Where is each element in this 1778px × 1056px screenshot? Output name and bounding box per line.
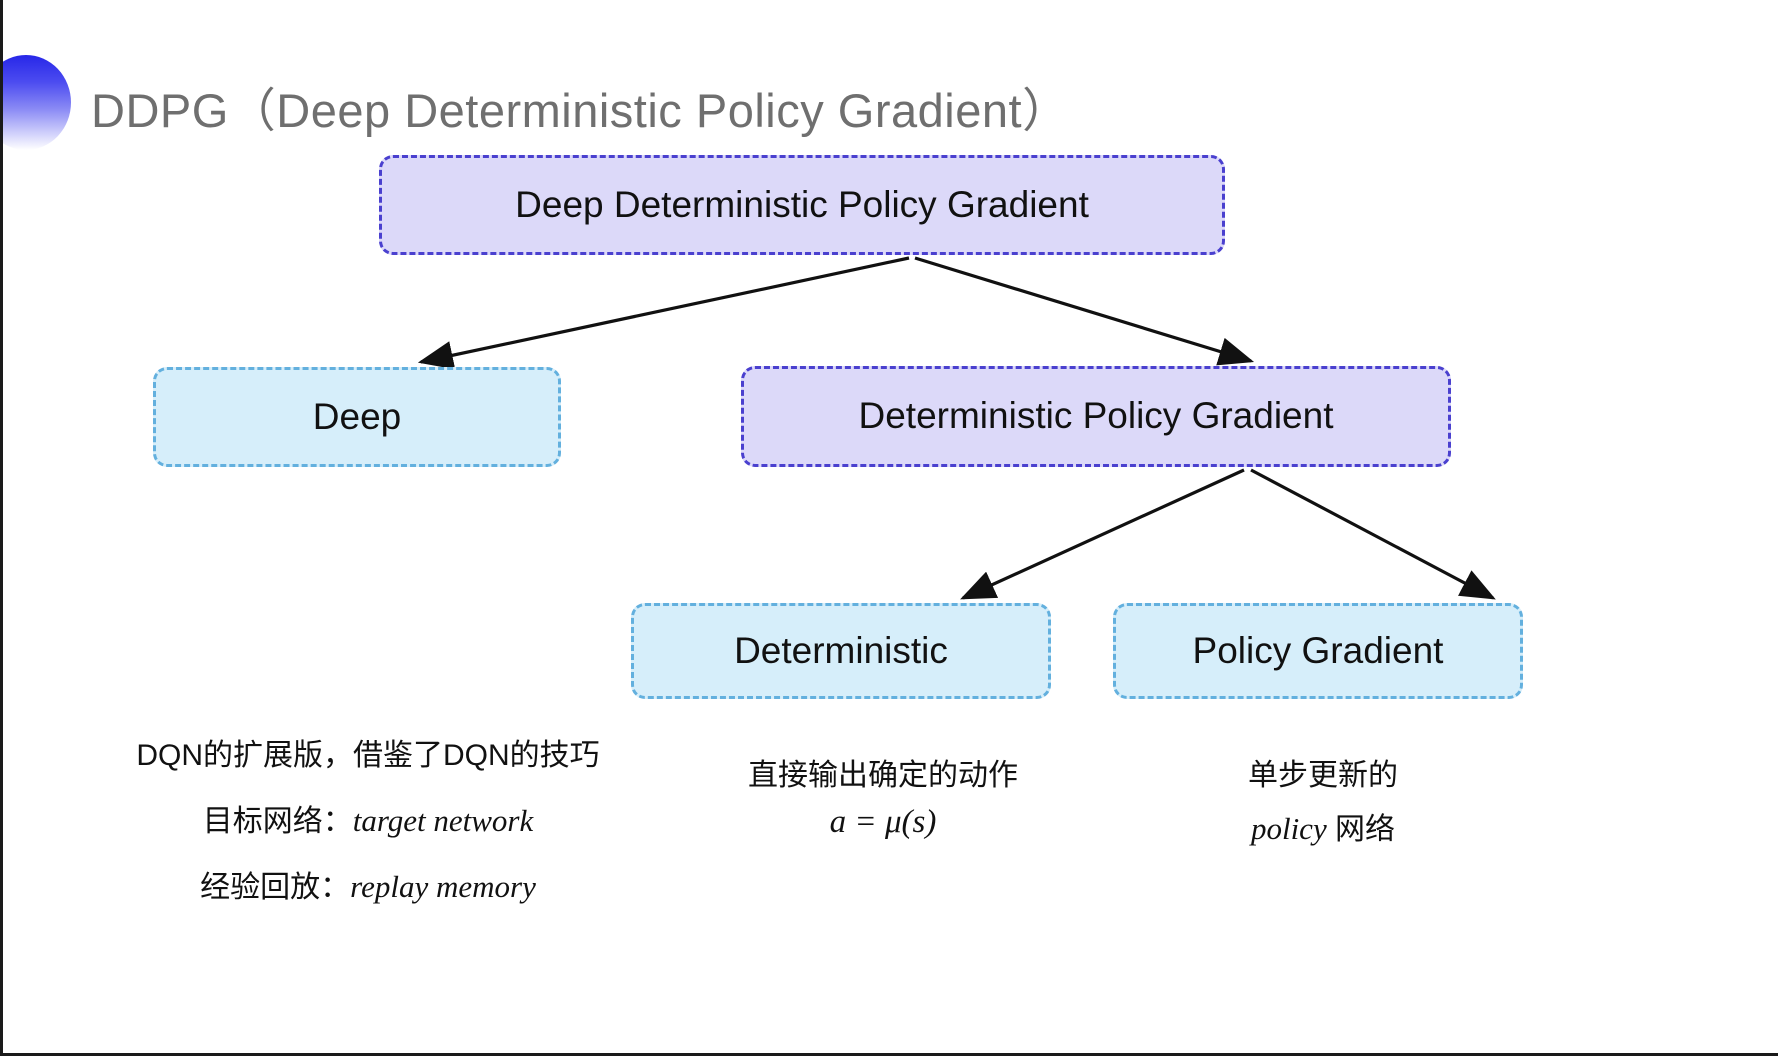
node-deep-deterministic-policy-gradient[interactable]: Deep Deterministic Policy Gradient xyxy=(379,155,1225,255)
node-deep[interactable]: Deep xyxy=(153,367,561,467)
edge-root-to-dpg xyxy=(914,256,1255,366)
node-deterministic[interactable]: Deterministic xyxy=(631,603,1051,699)
node-label: Deterministic Policy Gradient xyxy=(858,395,1334,437)
caption-deep-line2-cn: 目标网络： xyxy=(202,805,353,838)
caption-deep-line3-cn: 经验回放： xyxy=(200,871,351,904)
caption-deep: DQN的扩展版，借鉴了DQN的技巧 目标网络：target network 经验… xyxy=(133,730,603,928)
caption-deep-line1: DQN的扩展版，借鉴了DQN的技巧 xyxy=(136,739,600,772)
node-policy-gradient[interactable]: Policy Gradient xyxy=(1113,603,1523,699)
caption-deterministic-line1: 直接输出确定的动作 xyxy=(748,759,1018,792)
node-label: Deterministic xyxy=(734,629,948,671)
caption-deep-line3: 经验回放：replay memory xyxy=(133,862,603,906)
caption-deep-line2: 目标网络：target network xyxy=(133,796,603,840)
node-label: Deep Deterministic Policy Gradient xyxy=(515,183,1089,225)
node-label: Policy Gradient xyxy=(1192,629,1444,671)
caption-policy-gradient: 单步更新的 policy 网络 xyxy=(1153,750,1493,858)
title-decoration-circle-icon xyxy=(3,55,71,150)
edge-root-to-deep xyxy=(417,256,910,370)
caption-policy-gradient-line2-en: policy xyxy=(1250,811,1327,846)
node-deterministic-policy-gradient[interactable]: Deterministic Policy Gradient xyxy=(741,366,1451,467)
caption-deep-line3-en: replay memory xyxy=(350,869,536,904)
caption-policy-gradient-line2: policy 网络 xyxy=(1153,804,1493,848)
page-title: DDPG（Deep Deterministic Policy Gradient） xyxy=(91,84,1070,137)
node-label: Deep xyxy=(312,395,402,437)
edge-dpg-to-policy-gradient xyxy=(1250,468,1496,600)
caption-policy-gradient-line1: 单步更新的 xyxy=(1248,759,1398,792)
caption-deterministic-formula: a = μ(s) xyxy=(829,804,937,840)
caption-deterministic: 直接输出确定的动作 a = μ(s) xyxy=(703,750,1063,851)
caption-deep-line2-en: target network xyxy=(352,803,534,838)
caption-policy-gradient-line2-cn: 网络 xyxy=(1326,813,1396,846)
edge-dpg-to-deterministic xyxy=(960,468,1245,600)
